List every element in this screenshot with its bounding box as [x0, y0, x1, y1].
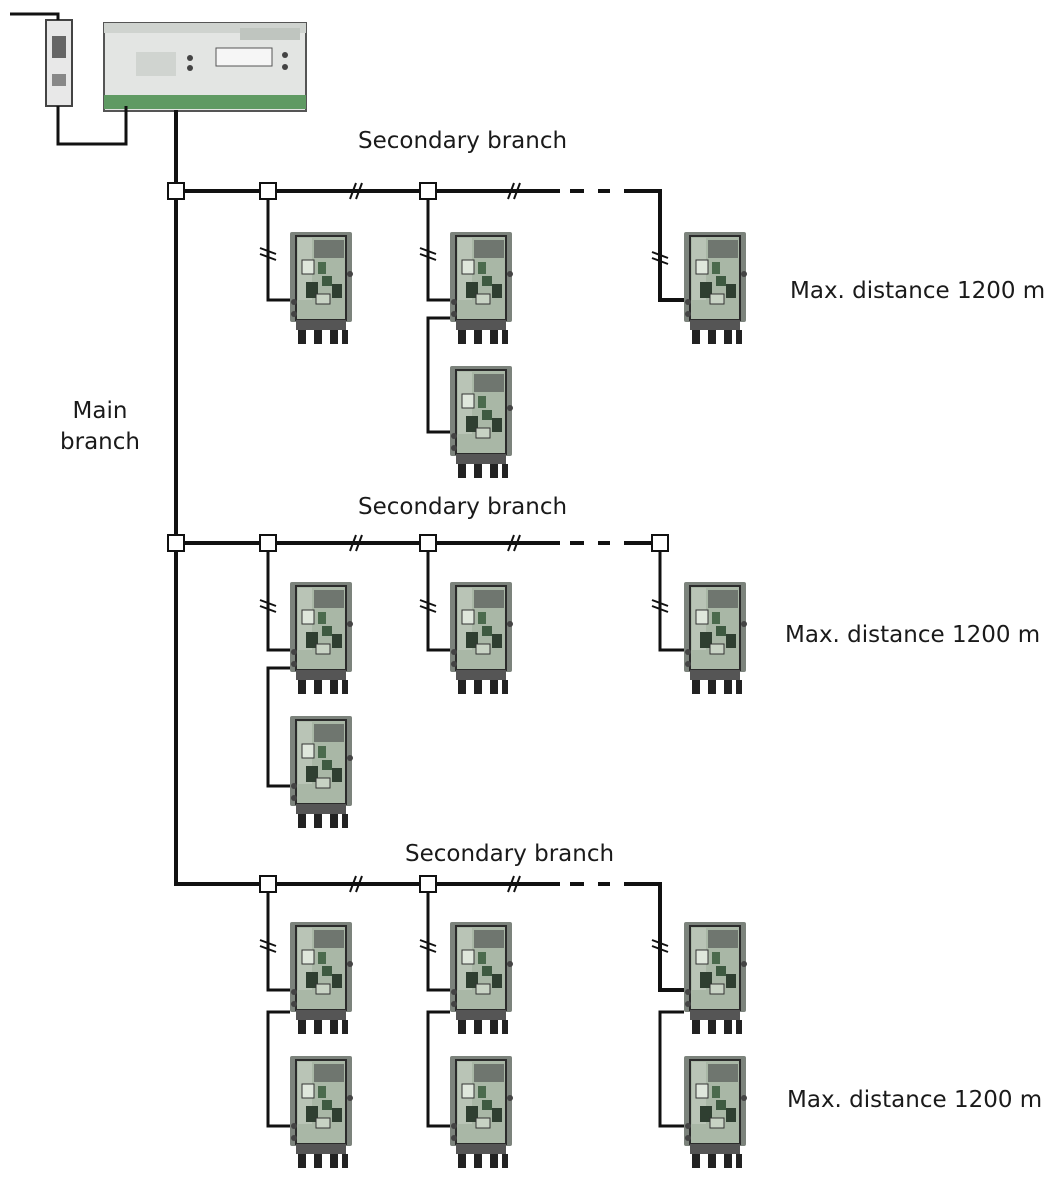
cable-break-marks	[259, 182, 669, 953]
unit-b1-2	[449, 231, 514, 345]
main-branch-label-line2: branch	[60, 429, 140, 455]
junction-boxes	[167, 182, 669, 893]
unit-b1-1	[289, 231, 354, 345]
unit-b3-5	[683, 921, 748, 1035]
unit-b2-1	[289, 581, 354, 695]
main-branch-label: Main branch	[48, 396, 152, 458]
unit-b1-3	[449, 365, 514, 479]
secondary-branch-label-1: Secondary branch	[358, 128, 568, 154]
unit-b1-4	[683, 231, 748, 345]
unit-b2-2	[289, 715, 354, 829]
unit-b3-4	[449, 1055, 514, 1169]
unit-b3-6	[683, 1055, 748, 1169]
max-distance-label-3: Max. distance 1200 m	[787, 1087, 1043, 1113]
unit-b3-3	[449, 921, 514, 1035]
main-controller	[103, 22, 307, 112]
unit-b3-1	[289, 921, 354, 1035]
secondary-branch-label-3: Secondary branch	[405, 841, 615, 867]
secondary-branch-label-2: Secondary branch	[358, 494, 568, 520]
unit-b2-3	[449, 581, 514, 695]
max-distance-label-2: Max. distance 1200 m	[785, 622, 1041, 648]
unit-b3-2	[289, 1055, 354, 1169]
unit-b2-4	[683, 581, 748, 695]
main-branch-label-line1: Main	[72, 398, 128, 424]
circuit-breaker	[45, 19, 73, 107]
max-distance-label-1: Max. distance 1200 m	[790, 278, 1046, 304]
